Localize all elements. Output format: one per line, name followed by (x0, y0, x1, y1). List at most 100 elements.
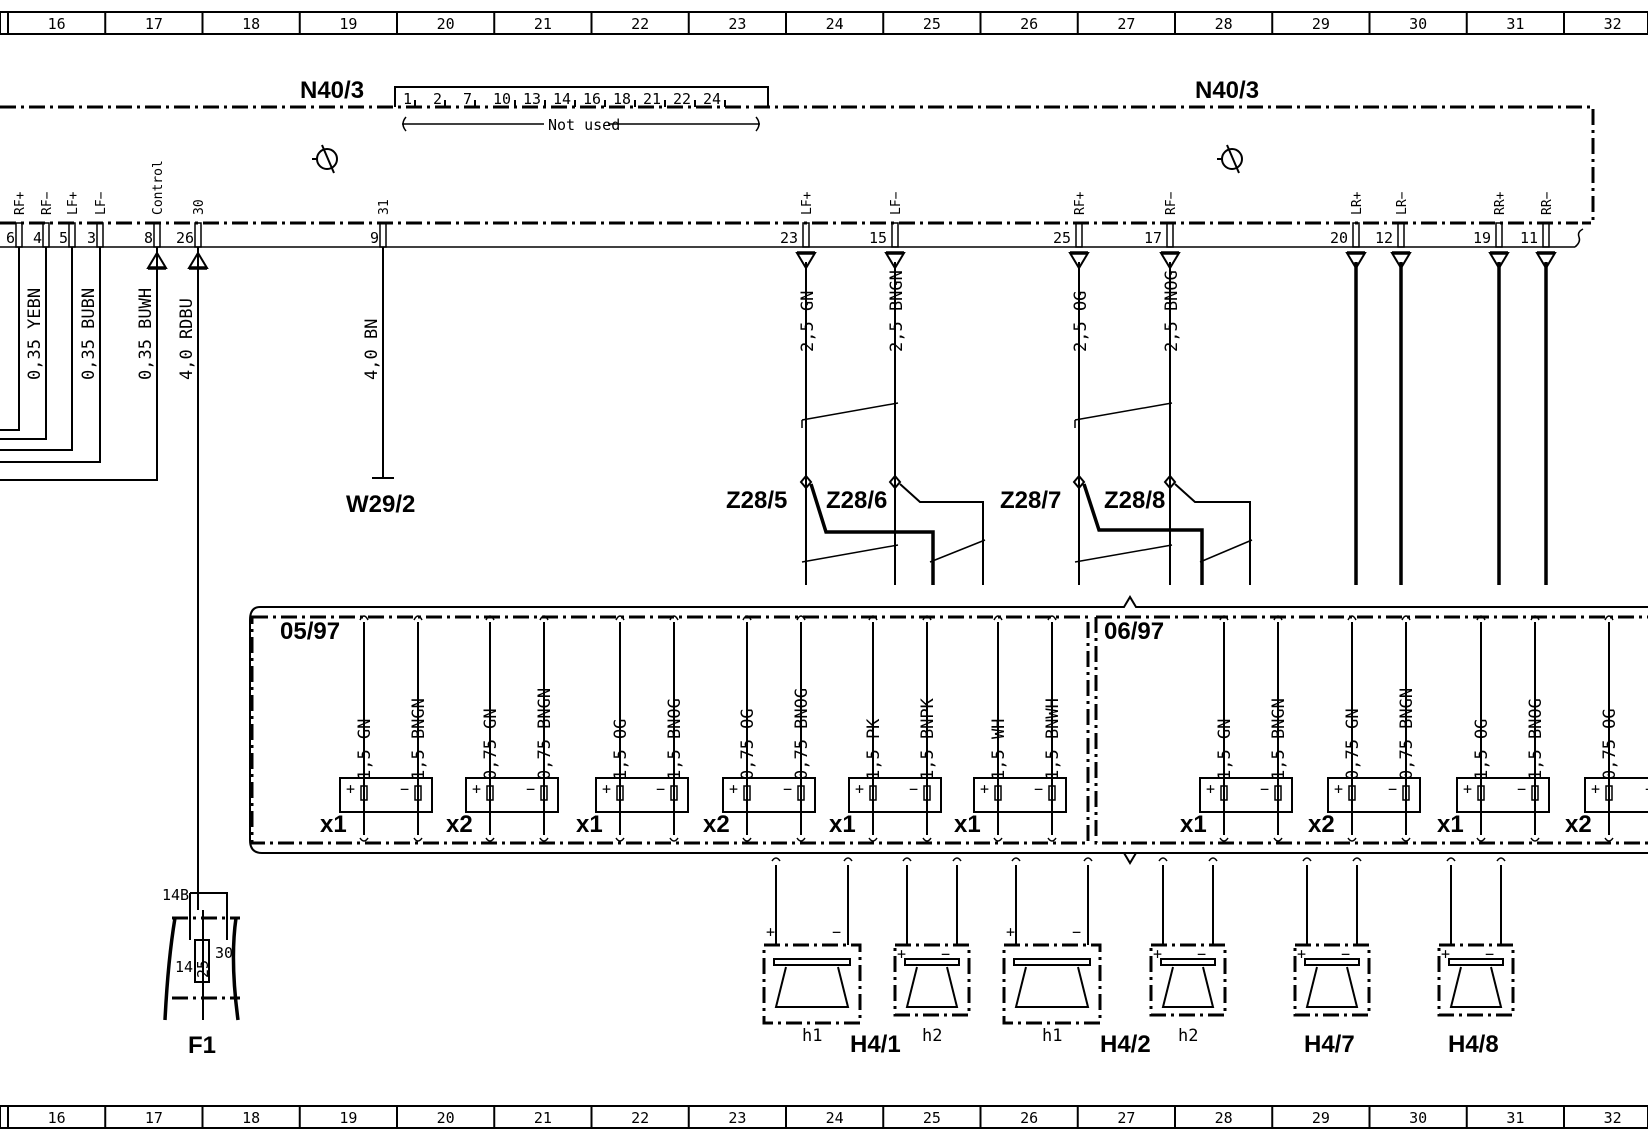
wire-break-icon (359, 615, 369, 621)
wire-break-icon (1476, 837, 1486, 842)
connector-housing (595, 777, 689, 813)
minus-sign: − (1260, 780, 1269, 798)
pin-name: RF− (1164, 191, 1179, 215)
speaker-icon: +− (1293, 857, 1371, 1017)
connector-pin-icon (1274, 785, 1282, 801)
wire-code: 0,75 OG (738, 708, 758, 780)
unused-pin-number: 16 (583, 90, 601, 108)
speaker-cone (1305, 966, 1359, 1008)
unused-pin-number: 7 (463, 90, 472, 108)
wire-break-icon (922, 837, 932, 842)
wire-code: 0,35 BUBN (79, 288, 99, 380)
pin-name: LR+ (1350, 191, 1365, 215)
connector-housing (1584, 777, 1648, 813)
connector-pin-icon (994, 785, 1002, 801)
module-symbol-icon (312, 144, 338, 174)
pin-number: 9 (370, 229, 379, 247)
connector-x-label: x1 (576, 811, 603, 838)
wire-break-icon (1530, 837, 1540, 842)
wire-break-icon (1047, 615, 1057, 621)
grid-column-label: 16 (48, 15, 66, 33)
wire-break-icon (1401, 837, 1411, 842)
module-label-left: N40/3 (300, 77, 364, 104)
speaker-magnet (1160, 958, 1216, 966)
pin-terminal-icon (379, 222, 387, 248)
wire-break-icon (993, 837, 1003, 842)
grid-column-label: 20 (437, 15, 455, 33)
grid-column-label: 29 (1312, 1109, 1330, 1127)
grid-column-label: 32 (1604, 15, 1622, 33)
grid-column-label: 27 (1117, 15, 1135, 33)
speaker-magnet (904, 958, 960, 966)
unused-pin-number: 21 (643, 90, 661, 108)
minus-sign: − (909, 780, 918, 798)
pin-terminal-icon (1495, 222, 1503, 248)
grid-column-label: 23 (728, 1109, 746, 1127)
speaker-cone (1161, 966, 1215, 1008)
plus-sign: + (1463, 780, 1472, 798)
wire-code: 1,5 GN (355, 719, 375, 780)
grid-column-label: 18 (242, 1109, 260, 1127)
connector-x-label: x1 (829, 811, 856, 838)
plus-sign: + (1006, 923, 1015, 941)
pin-number: 25 (1053, 229, 1071, 247)
speaker-frame (762, 943, 862, 1025)
pin-number: 23 (780, 229, 798, 247)
pin-terminal-icon (68, 222, 76, 248)
connector-housing (339, 777, 433, 813)
wire-code: 4,0 RDBU (177, 298, 197, 380)
wire-code: 1,5 OG (1472, 719, 1492, 780)
connector-housing (722, 777, 816, 813)
plus-sign: + (1334, 780, 1343, 798)
grid-column-label: 24 (826, 1109, 844, 1127)
connector-pin-icon (923, 785, 931, 801)
speaker-frame (893, 943, 971, 1017)
wire-break-icon (1604, 615, 1614, 621)
plus-sign: + (1297, 945, 1306, 963)
plus-sign: + (766, 923, 775, 941)
unused-pin-number: 10 (493, 90, 511, 108)
pin-number: 5 (59, 229, 68, 247)
wire-break-icon (615, 837, 625, 842)
unused-pin-number: 18 (613, 90, 631, 108)
speaker-icon: +−h1 (1002, 857, 1102, 1046)
connector-x-label: x1 (1180, 811, 1207, 838)
pin-name: RF+ (1073, 191, 1088, 215)
minus-sign: − (783, 780, 792, 798)
plus-sign: + (855, 780, 864, 798)
pin-number: 20 (1330, 229, 1348, 247)
grid-column-label: 22 (631, 1109, 649, 1127)
pin-terminal-icon (1166, 222, 1174, 248)
speaker-icon: +−h1 (762, 857, 862, 1046)
wire-break-icon (1446, 857, 1506, 862)
speaker-cone (1014, 966, 1090, 1008)
pin-name: LR− (1395, 191, 1410, 215)
speaker-cone (905, 966, 959, 1008)
connector-pin-icon (486, 785, 494, 801)
wire-break-icon (868, 837, 878, 842)
minus-sign: − (526, 780, 535, 798)
plus-sign: + (897, 945, 906, 963)
grid-column-label: 19 (339, 15, 357, 33)
speaker-sub-label: h1 (802, 1026, 822, 1046)
wire-code: 0,75 GN (481, 708, 501, 780)
wire-break-icon (1347, 837, 1357, 842)
connector-pin-icon (540, 785, 548, 801)
grid-column-label: 19 (339, 1109, 357, 1127)
fuse-top-label: 14B (162, 886, 189, 904)
splice-label: Z28/8 (1104, 487, 1165, 514)
wire-code: 1,5 BNOG (665, 698, 685, 780)
pin-terminal-icon (1075, 222, 1083, 248)
wire-break-icon (359, 837, 369, 842)
grid-column-label: 21 (534, 1109, 552, 1127)
wire-code: 0,35 BUWH (136, 288, 156, 380)
speaker-frame (1149, 943, 1227, 1017)
pin-terminal-icon (891, 222, 899, 248)
wire-break-icon (796, 615, 806, 621)
ground-label: W29/2 (346, 491, 415, 518)
grid-column-label: 18 (242, 15, 260, 33)
connector-x-label: x1 (954, 811, 981, 838)
